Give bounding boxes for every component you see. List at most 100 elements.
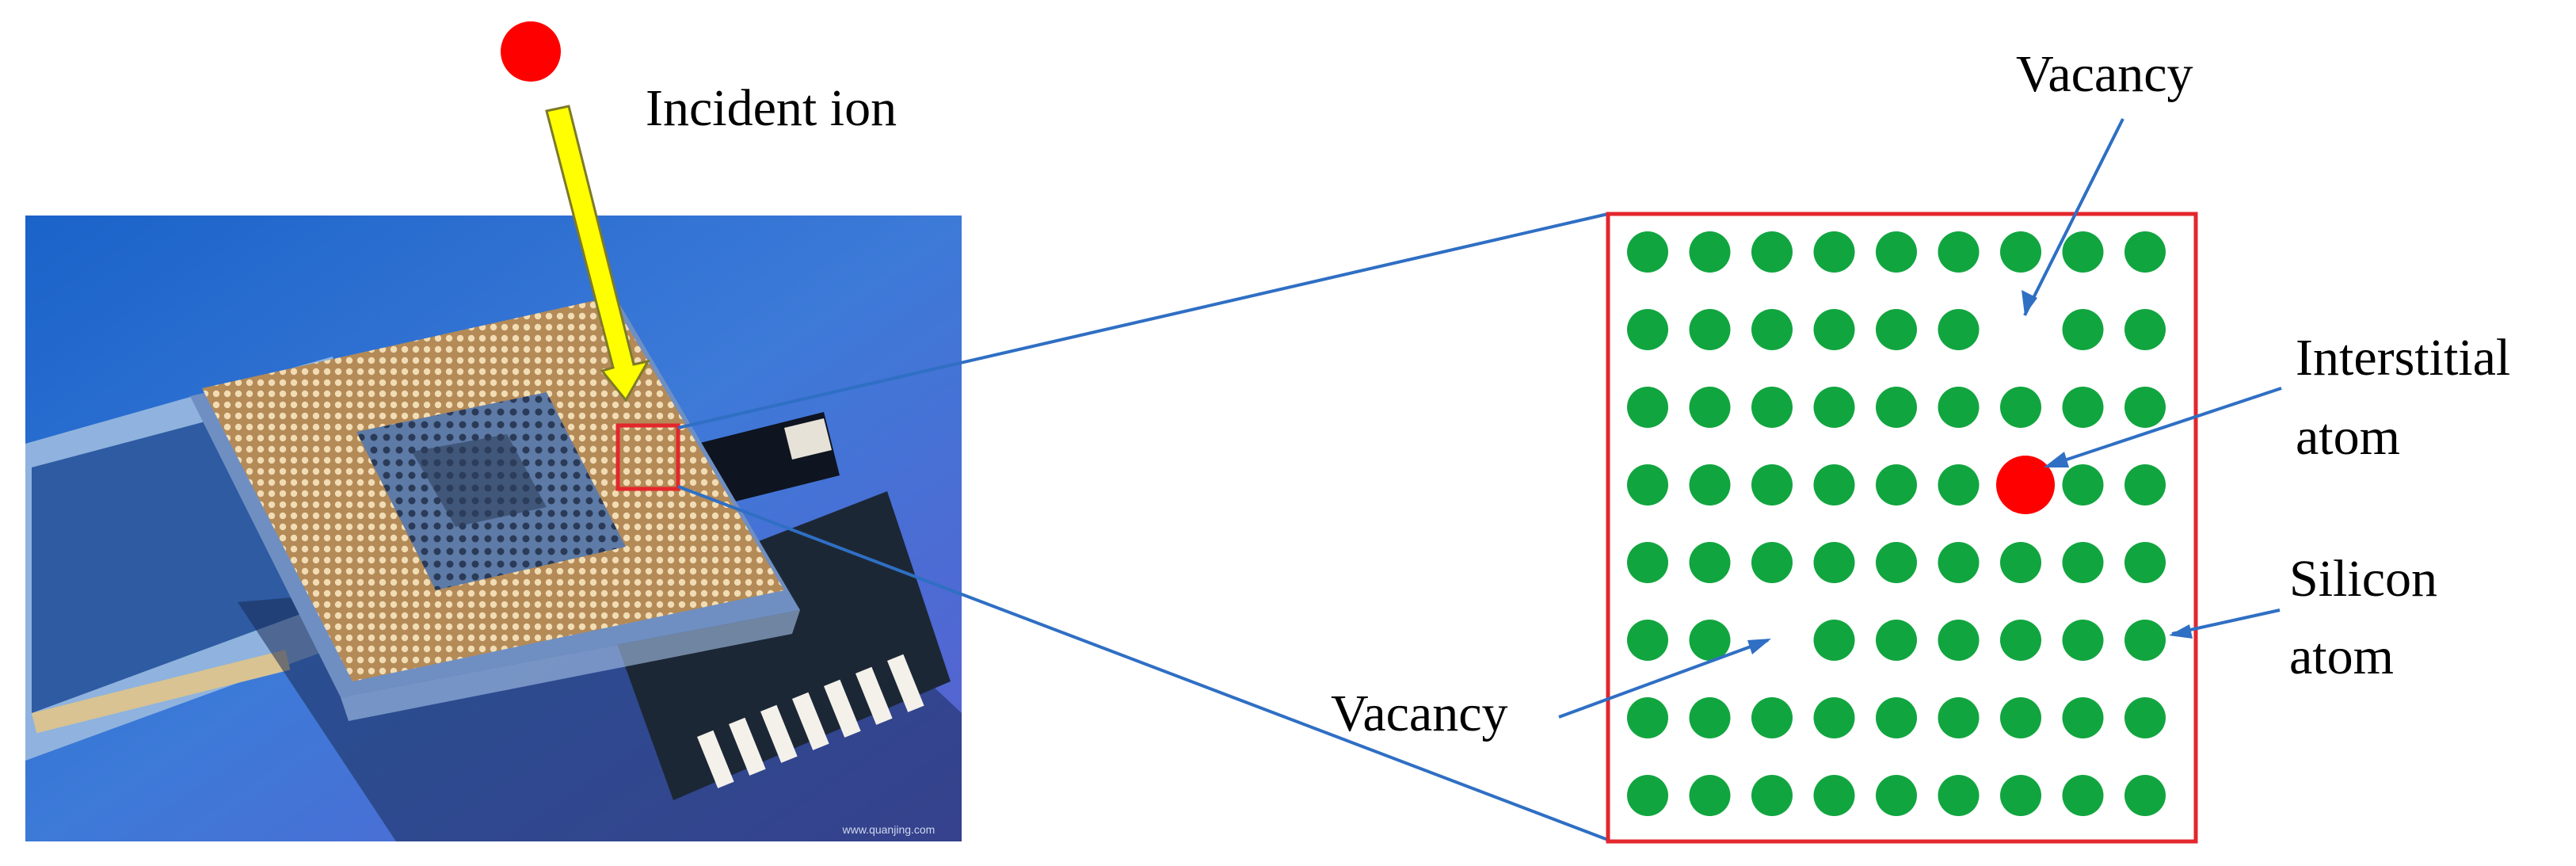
silicon-atom [2062,309,2104,350]
silicon-atom [1627,464,1668,505]
silicon-atom [2000,775,2041,816]
silicon-atom [1627,620,1668,661]
incident-ion-ball [501,21,561,82]
silicon-atom [1813,231,1855,273]
silicon-atom [1689,775,1731,816]
silicon-atom [1938,697,1980,738]
vacancy-left-label: Vacancy [1331,685,1508,742]
silicon-atom [2000,620,2041,661]
interstitial-atom [1996,456,2055,514]
chip-reflection [341,610,800,721]
silicon-label-line2: atom [2289,628,2394,685]
silicon-atom [2062,620,2104,661]
silicon-atom [1938,542,1980,583]
silicon-atom [1813,697,1855,738]
zoom-region-box [615,423,680,491]
silicon-atom [1689,697,1731,738]
card-contact [824,679,861,738]
silicon-atom [2062,542,2104,583]
photo-watermark: www.quanjing.com [842,823,936,836]
silicon-atom [1627,309,1668,350]
silicon-atom [1876,387,1917,428]
silicon-atom [2124,387,2166,428]
interstitial-arrow-head [2044,452,2069,467]
silicon-atom [2062,775,2104,816]
silicon-label-line1: Silicon [2289,550,2437,608]
silicon-atom [1938,231,1980,273]
silicon-atom [1689,231,1731,273]
memory-contact-row [32,650,291,734]
lattice-frame [1606,212,2198,844]
silicon-atom [2000,697,2041,738]
silicon-atom [1627,697,1668,738]
interstitial-label-line2: atom [2296,408,2400,466]
silicon-atom [1627,542,1668,583]
silicon-atom [1938,309,1980,350]
silicon-atom [1938,620,1980,661]
cpu-photo: www.quanjing.com [25,216,962,841]
silicon-atom [1751,464,1793,505]
silicon-atom [1813,542,1855,583]
card-contact [697,730,734,788]
silicon-atom [1813,775,1855,816]
silicon-atom [1751,775,1793,816]
silicon-atom [1751,542,1793,583]
silicon-atom [2124,620,2166,661]
card-contact [887,654,924,712]
zoom-line-bottom [677,485,1609,841]
silicon-atom [2062,464,2104,505]
silicon-atom [2000,387,2041,428]
silicon-atom [1751,697,1793,738]
silicon-atom [1938,387,1980,428]
vacancy-top-label: Vacancy [2016,45,2193,103]
silicon-atom [1627,231,1668,273]
silicon-atom [1689,387,1731,428]
silicon-atom [1938,464,1980,505]
vacancy-left-arrow-head [1747,639,1771,654]
silicon-atom [2000,542,2041,583]
silicon-atom [1751,231,1793,273]
silicon-atom [1876,231,1917,273]
silicon-atom [1627,387,1668,428]
silicon-atom [2000,231,2041,273]
card-contact [855,666,893,725]
silicon-atom [2124,231,2166,273]
silicon-atom [1689,542,1731,583]
silicon-atom [2062,231,2104,273]
card-contacts [697,654,924,788]
vacancy-left-arrow-line [1558,639,1769,719]
silicon-atom [1876,542,1917,583]
silicon-atom [1876,620,1917,661]
silicon-arrow-head [2169,624,2193,639]
vacancy-top-arrow-head [2022,290,2037,315]
silicon-atom [1813,620,1855,661]
silicon-atom [2124,309,2166,350]
silicon-atom [1689,309,1731,350]
silicon-atom [1938,775,1980,816]
silicon-atom [1813,387,1855,428]
interstitial-arrow-line [2047,387,2282,467]
card-contact [729,717,766,776]
silicon-atom [1751,309,1793,350]
small-card-tip [784,418,832,460]
silicon-atom [1689,464,1731,505]
silicon-atom [2124,464,2166,505]
interstitial-label-line1: Interstitial [2296,329,2510,387]
silicon-atom [2124,775,2166,816]
silicon-atom [1876,464,1917,505]
zoom-line-top [677,212,1609,429]
silicon-atom [1876,697,1917,738]
silicon-atom [1876,309,1917,350]
cpu-center-dark [412,434,547,527]
silicon-atom [2062,697,2104,738]
silicon-atom [2124,697,2166,738]
vacancy-top-arrow-line [2023,118,2124,316]
silicon-atom [2062,387,2104,428]
card-contact [760,704,798,763]
ion-beam-arrow [545,105,650,402]
silicon-atom [1876,775,1917,816]
silicon-lattice [1627,231,2166,816]
silicon-atom [1689,620,1731,661]
